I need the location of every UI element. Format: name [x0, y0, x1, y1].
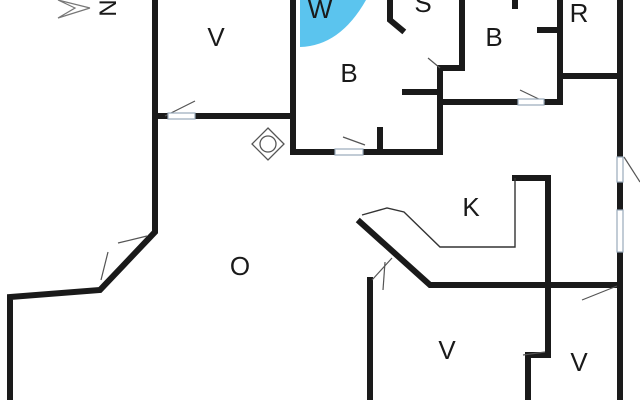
room-label-bedroom-bottom-right: V — [570, 347, 588, 377]
room-label-whirlpool: W — [308, 0, 333, 24]
room-label-room-right: R — [570, 0, 589, 28]
kitchen-counter-outline — [361, 178, 516, 248]
compass-letter: N — [94, 0, 121, 17]
room-label-living: O — [230, 251, 250, 281]
room-label-kitchen: K — [462, 192, 480, 222]
room-label-bedroom-bottom: V — [438, 335, 456, 365]
stove-icon — [251, 127, 285, 161]
whirlpool-shape — [300, 0, 366, 47]
compass-arrow-icon — [57, 0, 91, 19]
walls — [7, 0, 623, 400]
room-label-sauna: S — [414, 0, 431, 18]
door-swings — [100, 57, 640, 356]
room-label-bath-right: B — [485, 22, 502, 52]
room-label-bath-center: B — [340, 58, 357, 88]
room-label-bedroom-top-left: V — [207, 22, 225, 52]
openings — [167, 98, 624, 253]
